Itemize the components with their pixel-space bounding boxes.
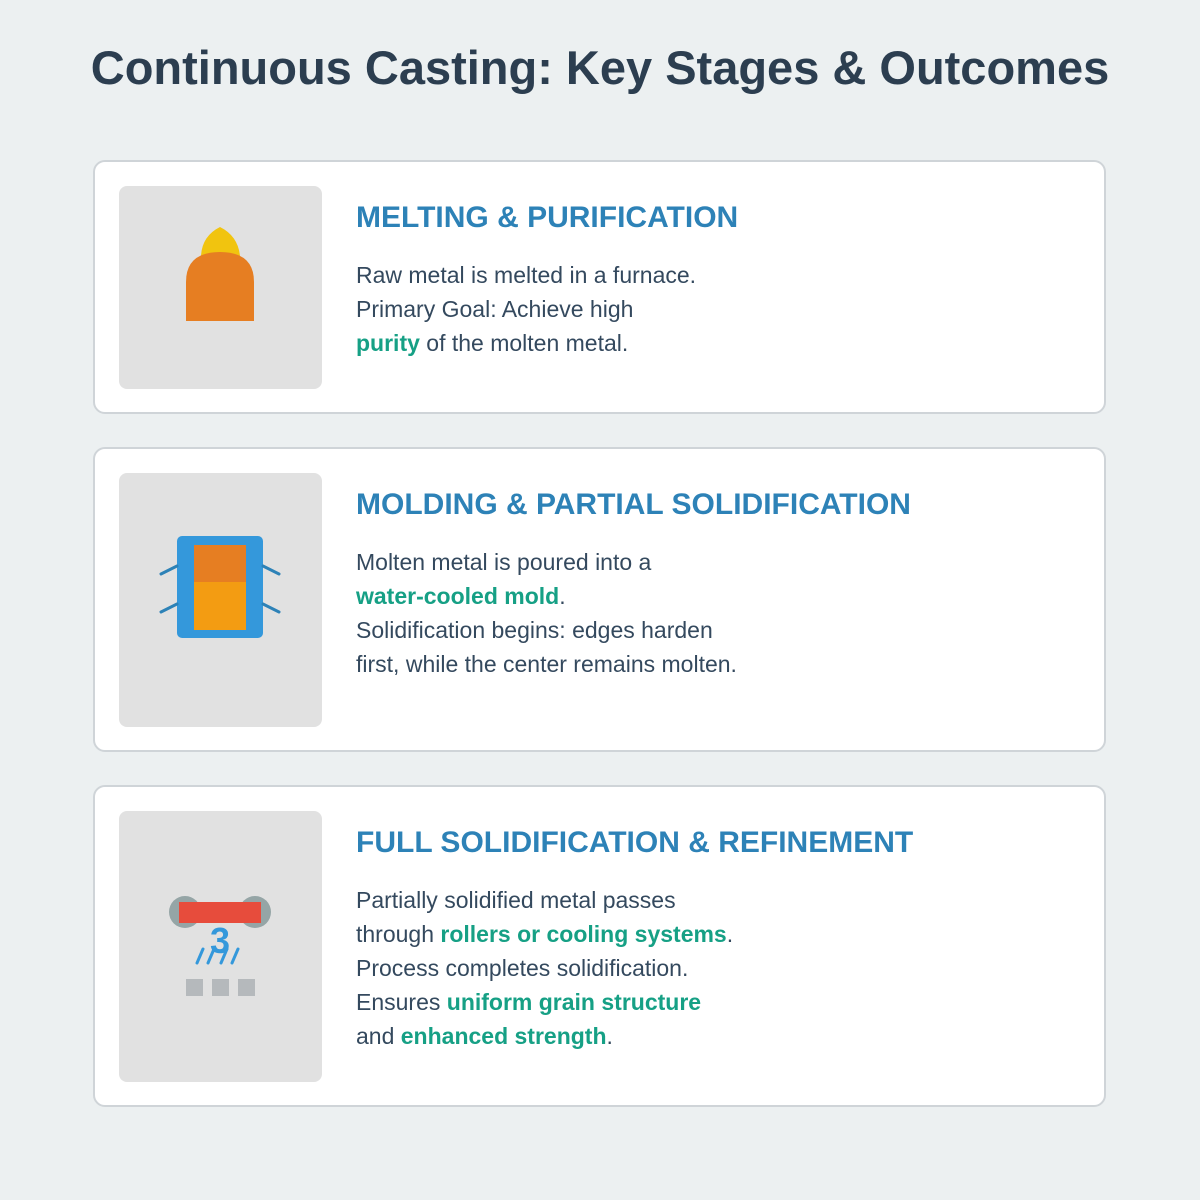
stage-line: Partially solidified metal passes [356,887,676,913]
stage-card-molding: MOLDING & PARTIAL SOLIDIFICATION Molten … [93,447,1106,752]
highlight-term: water-cooled mold [356,583,560,609]
stage-card-solidification: 3 FULL SOLIDIFICATION & REFINEMENT Parti… [93,785,1106,1107]
stage-heading: FULL SOLIDIFICATION & REFINEMENT [356,826,914,859]
stage-body: FULL SOLIDIFICATION & REFINEMENT Partial… [356,823,1074,1053]
highlight-term: uniform grain structure [446,989,702,1015]
stage-body: MELTING & PURIFICATION Raw metal is melt… [356,198,1074,360]
stage-line: purity of the molten metal. [356,330,629,356]
page-title: Continuous Casting: Key Stages & Outcome… [90,41,1110,94]
stage-card-melting: MELTING & PURIFICATION Raw metal is melt… [93,160,1106,414]
stage-line: through rollers or cooling systems. [356,921,734,947]
stage-line: Solidification begins: edges harden [356,617,713,643]
stage-line: Molten metal is poured into a [356,549,652,575]
stage-line: Raw metal is melted in a furnace. [356,262,697,288]
icon-panel [119,473,322,727]
rollers-cooling-icon: 3 [169,896,271,996]
stage-line: Ensures uniform grain structure [356,989,702,1015]
stage-line: water-cooled mold. [356,583,566,609]
highlight-term: rollers or cooling systems [440,921,727,947]
water-cooled-mold-icon [159,536,281,638]
stage-heading: MOLDING & PARTIAL SOLIDIFICATION [356,488,911,521]
furnace-flame-icon [186,227,254,321]
stage-line: first, while the center remains molten. [356,651,737,677]
icon-panel: 3 [119,811,322,1082]
stage-line: Primary Goal: Achieve high [356,296,634,322]
stage-line: Process completes solidification. [356,955,689,981]
stage-heading: MELTING & PURIFICATION [356,201,739,234]
highlight-term: purity [356,330,420,356]
stage-line: and enhanced strength. [356,1023,613,1049]
highlight-term: enhanced strength [400,1023,607,1049]
icon-panel [119,186,322,389]
stage-body: MOLDING & PARTIAL SOLIDIFICATION Molten … [356,485,1074,681]
